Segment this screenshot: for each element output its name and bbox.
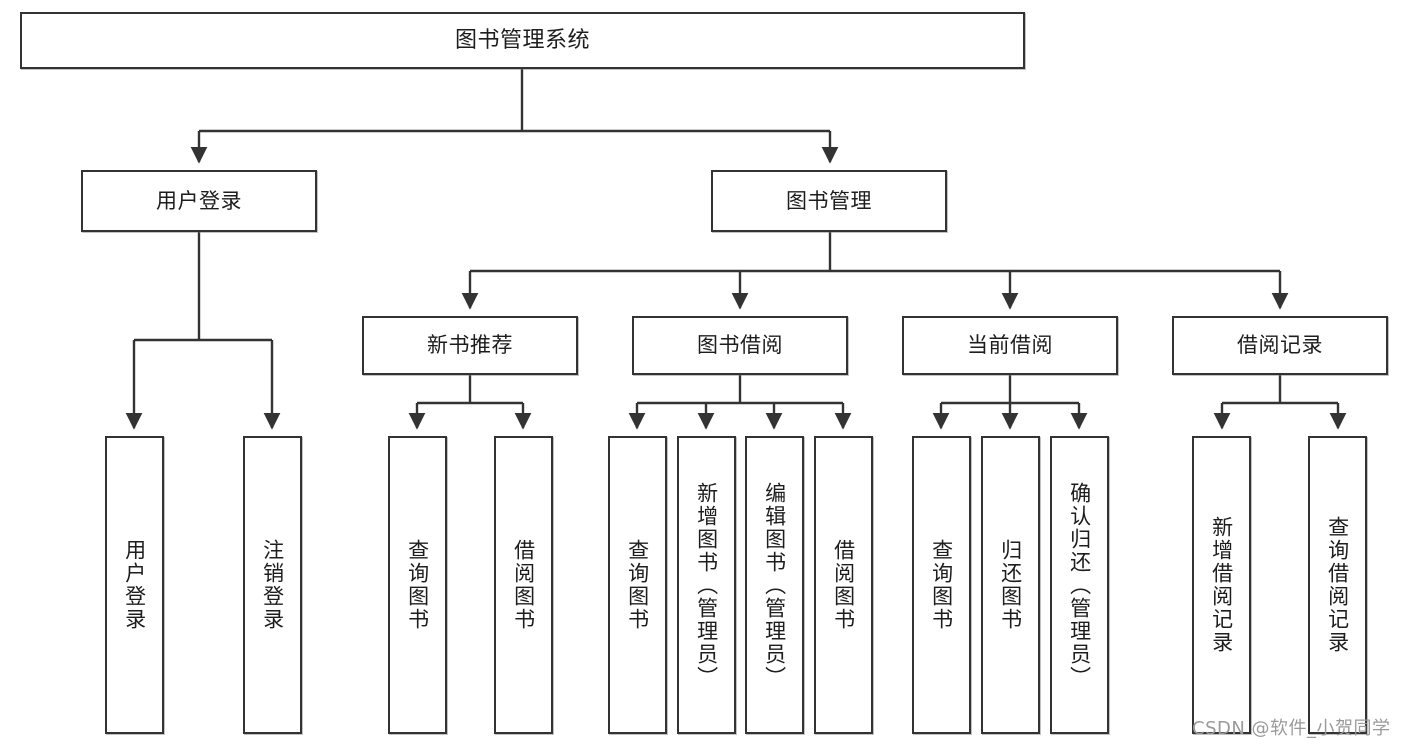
leaf-query-borrow-record-label: 查询借阅记录 bbox=[1325, 516, 1350, 654]
node-user-login-label: 用户登录 bbox=[156, 188, 242, 213]
node-current-borrow-label: 当前借阅 bbox=[967, 333, 1053, 358]
node-book-management-label: 图书管理 bbox=[786, 188, 872, 213]
leaf-borrow-book-recommend-label: 借阅图书 bbox=[511, 539, 536, 631]
node-new-book-recommend-label: 新书推荐 bbox=[427, 333, 513, 358]
leaf-user-login-label: 用户登录 bbox=[122, 539, 147, 631]
leaf-add-borrow-record-label: 新增借阅记录 bbox=[1209, 516, 1234, 654]
leaf-return-book[interactable]: 归还图书 bbox=[981, 436, 1040, 734]
leaf-borrow-book[interactable]: 借阅图书 bbox=[814, 436, 873, 734]
leaf-borrow-book-label: 借阅图书 bbox=[831, 539, 856, 631]
leaf-logout-label: 注销登录 bbox=[260, 539, 285, 631]
leaf-query-borrow-record[interactable]: 查询借阅记录 bbox=[1308, 436, 1367, 734]
leaf-query-book-current[interactable]: 查询图书 bbox=[912, 436, 971, 734]
node-user-login[interactable]: 用户登录 bbox=[81, 170, 317, 232]
leaf-logout[interactable]: 注销登录 bbox=[243, 436, 302, 734]
leaf-query-book-current-label: 查询图书 bbox=[929, 539, 954, 631]
node-new-book-recommend[interactable]: 新书推荐 bbox=[362, 316, 578, 375]
leaf-edit-book-admin[interactable]: 编辑图书（管理员） bbox=[745, 436, 804, 734]
leaf-add-book-admin[interactable]: 新增图书（管理员） bbox=[677, 436, 736, 734]
leaf-confirm-return-admin[interactable]: 确认归还（管理员） bbox=[1050, 436, 1109, 734]
node-book-borrow-label: 图书借阅 bbox=[697, 333, 783, 358]
node-book-borrow[interactable]: 图书借阅 bbox=[632, 316, 848, 375]
leaf-user-login[interactable]: 用户登录 bbox=[105, 436, 164, 734]
watermark: CSDN @软件_小贺同学 bbox=[1192, 718, 1391, 739]
leaf-add-borrow-record[interactable]: 新增借阅记录 bbox=[1192, 436, 1251, 734]
node-root-label: 图书管理系统 bbox=[454, 27, 590, 53]
node-root[interactable]: 图书管理系统 bbox=[20, 12, 1025, 69]
leaf-query-book-recommend-label: 查询图书 bbox=[405, 539, 430, 631]
node-borrow-record-label: 借阅记录 bbox=[1237, 333, 1323, 358]
leaf-borrow-book-recommend[interactable]: 借阅图书 bbox=[494, 436, 553, 734]
leaf-query-book-borrow-label: 查询图书 bbox=[625, 539, 650, 631]
leaf-confirm-return-admin-label: 确认归还（管理员） bbox=[1067, 481, 1092, 689]
node-current-borrow[interactable]: 当前借阅 bbox=[902, 316, 1118, 375]
node-book-management[interactable]: 图书管理 bbox=[711, 170, 947, 232]
leaf-add-book-admin-label: 新增图书（管理员） bbox=[694, 481, 719, 689]
leaf-edit-book-admin-label: 编辑图书（管理员） bbox=[762, 481, 787, 689]
leaf-return-book-label: 归还图书 bbox=[998, 539, 1023, 631]
leaf-query-book-recommend[interactable]: 查询图书 bbox=[388, 436, 447, 734]
node-borrow-record[interactable]: 借阅记录 bbox=[1172, 316, 1388, 375]
leaf-query-book-borrow[interactable]: 查询图书 bbox=[608, 436, 667, 734]
